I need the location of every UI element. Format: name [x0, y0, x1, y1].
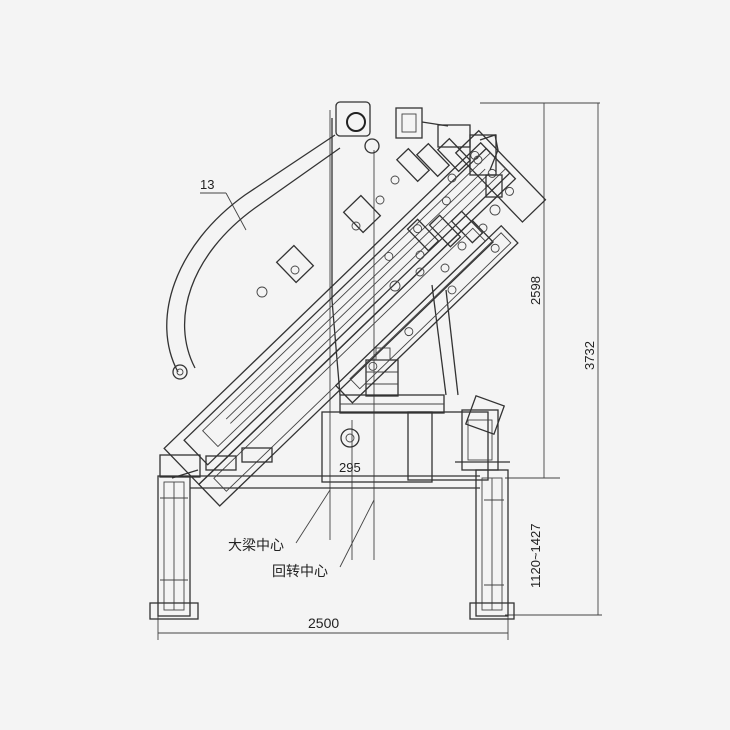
width-dimension-label: 2500 — [308, 615, 339, 631]
total-height-dimension-label: 3732 — [582, 341, 597, 370]
crane-column — [331, 118, 459, 397]
truck-frame — [190, 394, 510, 489]
luffing-cylinder — [166, 134, 341, 380]
frame-height-dimension-label: 1120~1427 — [528, 524, 543, 588]
slew-center-label: 回转中心 — [272, 563, 328, 579]
part-number-label: 13 — [200, 177, 214, 192]
boom-height-dimension-label: 2598 — [528, 276, 543, 305]
leader-lines — [200, 192, 375, 568]
dimension-lines — [157, 102, 602, 640]
boom-head-hook — [335, 101, 503, 273]
beam-center-label: 大梁中心 — [228, 537, 284, 553]
offset-dimension-label: 295 — [339, 460, 361, 475]
boom-brackets — [256, 194, 425, 298]
main-boom — [159, 129, 547, 507]
right-outrigger — [464, 394, 515, 620]
left-outrigger — [149, 475, 199, 620]
